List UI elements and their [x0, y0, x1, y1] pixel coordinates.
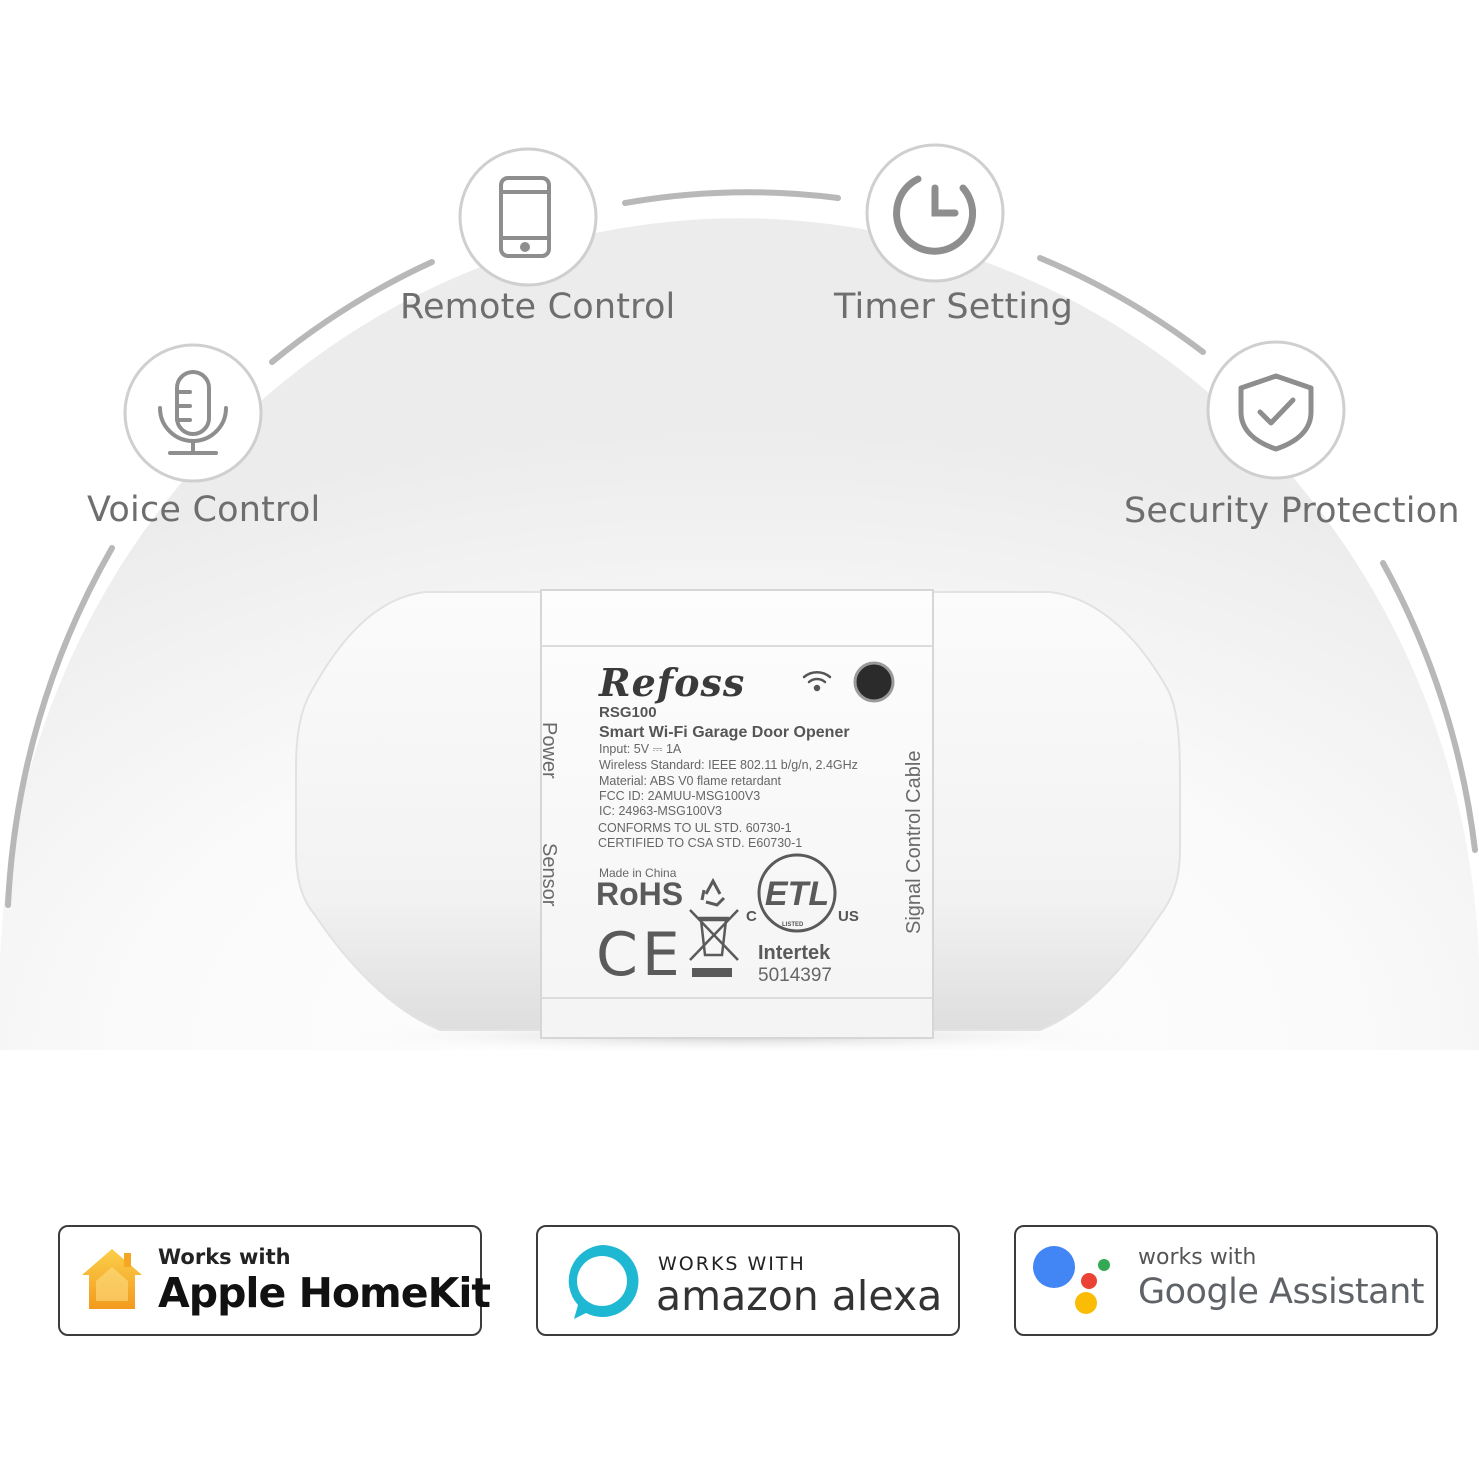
- feature-label-voice-control: Voice Control: [87, 490, 321, 530]
- microphone-icon: [158, 370, 228, 455]
- etl-us-label: US: [838, 908, 859, 925]
- smartphone-icon: [499, 176, 551, 258]
- homekit-works-with: Works with: [158, 1245, 291, 1269]
- alexa-works-with: WORKS WITH: [658, 1253, 806, 1275]
- wifi-icon: [802, 670, 832, 692]
- device-spec-fcc: FCC ID: 2AMUU-MSG100V3: [599, 789, 761, 803]
- remote-control-circle: [458, 147, 598, 287]
- feature-label-security-protection: Security Protection: [1124, 491, 1460, 531]
- device-spec-wireless: Wireless Standard: IEEE 802.11 b/g/n, 2.…: [599, 758, 858, 772]
- svg-text:ETL: ETL: [765, 875, 829, 913]
- device-spec-input: Input: 5V ⎓ 1A: [599, 742, 682, 756]
- etl-c-label: C: [746, 908, 757, 925]
- weee-bin-icon: [689, 909, 739, 961]
- badge-google-assistant: works with Google Assistant: [1014, 1225, 1438, 1336]
- recycle-icon: [700, 877, 726, 907]
- device-brand-logo: Refoss: [599, 660, 746, 705]
- feature-label-timer-setting: Timer Setting: [834, 287, 1074, 327]
- rohs-mark: RoHS: [596, 876, 684, 912]
- ce-mark: CE: [596, 920, 684, 990]
- device-button: [853, 661, 895, 703]
- badge-amazon-alexa: WORKS WITH amazon alexa: [536, 1225, 960, 1336]
- google-assistant-dots-icon: [1033, 1246, 1110, 1314]
- intertek-label: Intertek: [758, 942, 831, 964]
- security-protection-circle: [1206, 340, 1346, 480]
- port-label-signal-control-cable: Signal Control Cable: [903, 750, 925, 934]
- device-model: RSG100: [599, 704, 657, 721]
- cert-number: 5014397: [758, 965, 832, 986]
- homekit-name: Apple HomeKit: [158, 1269, 491, 1317]
- homekit-house-icon: [82, 1249, 142, 1309]
- device-spec-ul: CONFORMS TO UL STD. 60730-1: [598, 821, 792, 835]
- made-in-label: Made in China: [599, 866, 677, 880]
- google-works-with: works with: [1138, 1245, 1257, 1270]
- etl-listed-label: LISTED: [782, 922, 804, 928]
- google-name: Google Assistant: [1138, 1272, 1425, 1312]
- port-label-sensor: Sensor: [538, 843, 560, 907]
- device-spec-ic: IC: 24963-MSG100V3: [599, 804, 722, 818]
- feature-label-remote-control: Remote Control: [400, 287, 676, 327]
- device-spec-csa: CERTIFIED TO CSA STD. E60730-1: [598, 836, 803, 850]
- shield-check-icon: [1238, 373, 1314, 452]
- voice-control-circle: [123, 343, 263, 483]
- badge-apple-homekit: Works with Apple HomeKit: [58, 1225, 491, 1336]
- etl-listed-mark: ETL: [757, 853, 837, 933]
- alexa-ring-icon: [568, 1244, 639, 1319]
- device-product-name: Smart Wi-Fi Garage Door Opener: [599, 724, 850, 741]
- port-label-power: Power: [538, 722, 560, 779]
- alexa-name: amazon alexa: [656, 1272, 943, 1320]
- feature-arc: [5, 189, 1478, 908]
- clock-icon: [893, 175, 977, 255]
- device-spec-material: Material: ABS V0 flame retardant: [599, 774, 782, 788]
